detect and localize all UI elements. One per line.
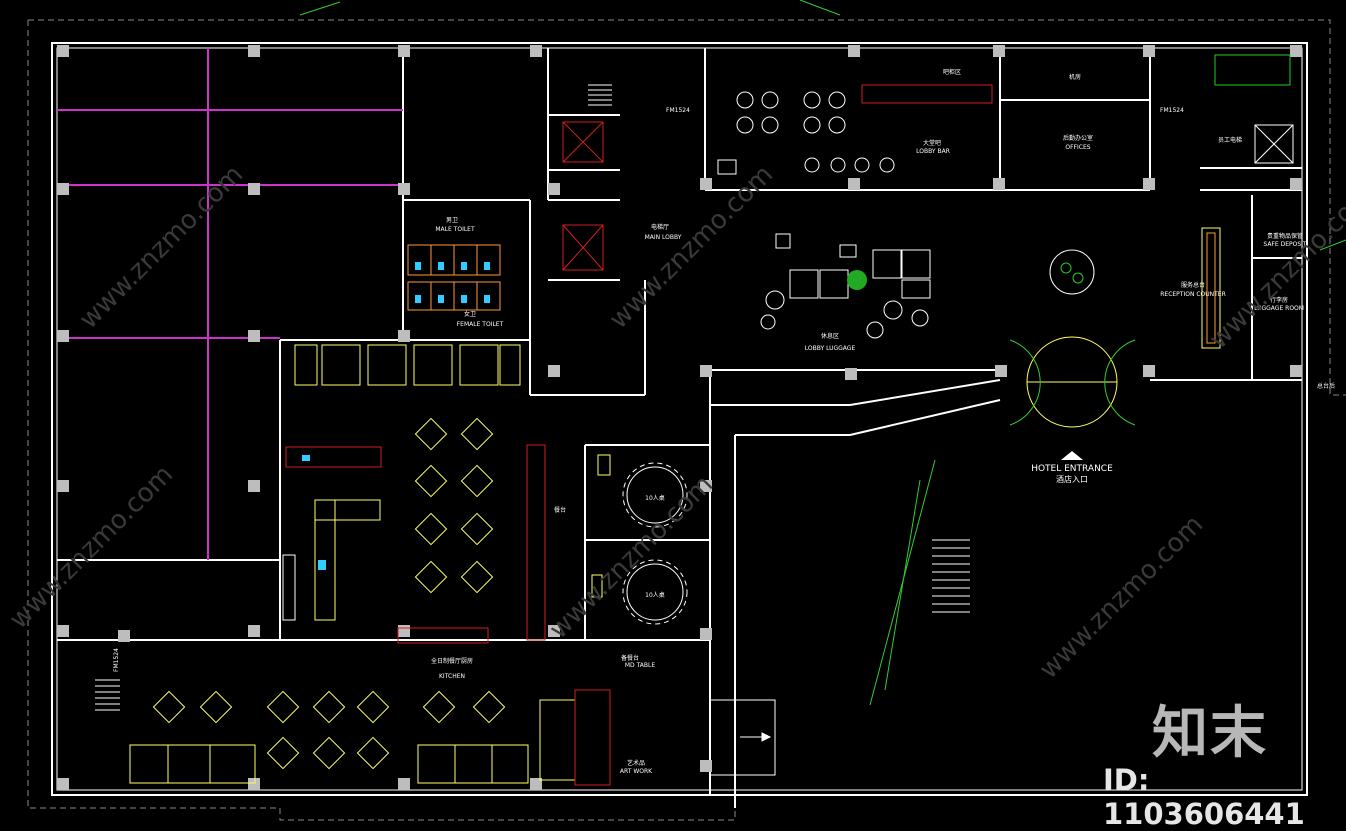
bar-counter-label: 吧柜区 (943, 68, 961, 76)
lobby-bar-label-en: LOBBY BAR (916, 148, 950, 155)
art-work-label-en: ART WORK (620, 768, 653, 775)
watermark-logo: 知末 (1152, 701, 1268, 766)
toilet-stalls (407, 244, 501, 311)
dining-tables (152, 417, 506, 770)
lobby-bar-label-cn: 大堂吧 (923, 139, 941, 147)
vip-room-2-label: 10人桌 (645, 591, 665, 599)
art-work-label-cn: 艺术品 (627, 759, 645, 767)
fire-door-label-1: FM1524 (666, 107, 690, 114)
luggage-label-en: LUGGAGE ROOM (1254, 305, 1304, 312)
safe-deposit-label-en: SAFE DEPOSIT (1263, 241, 1307, 248)
machine-room-label: 机房 (1069, 73, 1081, 81)
columns (57, 45, 1302, 790)
watermark-site-2: www.znzmo.com (544, 470, 719, 645)
lounge-furniture (760, 233, 931, 339)
lift-lobby-label-en: MAIN LOBBY (645, 234, 682, 241)
revolving-door (1009, 336, 1136, 428)
entrance-label-cn: 酒店入口 (1056, 474, 1088, 484)
round-feature (1049, 249, 1095, 295)
male-toilet-label-cn: 男卫 (446, 217, 458, 224)
booth-row-top (294, 344, 521, 386)
staff-lift-label: 员工电梯 (1218, 136, 1242, 144)
watermark-site-6: www.znzmo.com (4, 460, 179, 635)
private-room-tables (591, 454, 688, 625)
watermark-id: ID: 1103606441 (1103, 763, 1305, 831)
md-table-label-en: MD TABLE (625, 662, 655, 669)
exit-arrow (740, 732, 772, 742)
toilet-fixtures (415, 262, 490, 303)
stairs (95, 54, 1291, 711)
kitchen-label-en: KITCHEN (439, 673, 465, 680)
kitchen-label-cn: 全日制餐厅厨房 (431, 657, 473, 665)
luggage-label-cn: 行李房 (1270, 296, 1288, 304)
vip-room-1-label: 10人桌 (645, 494, 665, 502)
edge-label: 总台后 (1317, 382, 1335, 390)
watermark-site-4: www.znzmo.com (1034, 510, 1209, 685)
booth-row-bottom (129, 689, 611, 786)
room-labels: 男卫 MALE TOILET 女卫 FEMALE TOILET 电梯厅 MAIN… (113, 68, 1335, 775)
watermark-site-3: www.znzmo.com (604, 160, 779, 335)
fire-door-label-3: FM1524 (113, 648, 120, 672)
watermark-site-5: www.znzmo.com (1204, 180, 1346, 355)
kitchen-equipment (282, 444, 546, 644)
site-boundary (27, 19, 1346, 821)
plant (847, 270, 867, 290)
office-label-en: OFFICES (1065, 144, 1090, 151)
safe-deposit-label-cn: 贵重物品保管 (1267, 232, 1303, 240)
md-table-label-cn: 备餐台 (621, 654, 639, 662)
partitions (57, 48, 403, 560)
lobby-bar-furniture (717, 84, 993, 175)
male-toilet-label-en: MALE TOILET (435, 226, 475, 233)
buffet-label: 餐台 (554, 506, 566, 514)
office-label-cn: 后勤办公室 (1063, 134, 1093, 142)
walls (51, 42, 1308, 808)
elevators (562, 121, 1294, 271)
site-lines (299, 0, 1346, 706)
fire-door-label-2: FM1524 (1160, 107, 1184, 114)
lounge-label-cn: 休息区 (821, 332, 839, 340)
female-toilet-label-en: FEMALE TOILET (457, 321, 504, 328)
entrance-arrow (1061, 451, 1083, 460)
reception-label-cn: 服务总台 (1181, 281, 1205, 289)
lift-lobby-label-cn: 电梯厅 (651, 223, 669, 231)
female-toilet-label-cn: 女卫 (464, 310, 476, 318)
reception-label-en: RECEPTION COUNTER (1160, 291, 1226, 298)
entrance-label-en: HOTEL ENTRANCE (1031, 464, 1113, 474)
reception-counter (1201, 227, 1221, 349)
lounge-label-en: LOBBY LUGGAGE (805, 345, 856, 352)
